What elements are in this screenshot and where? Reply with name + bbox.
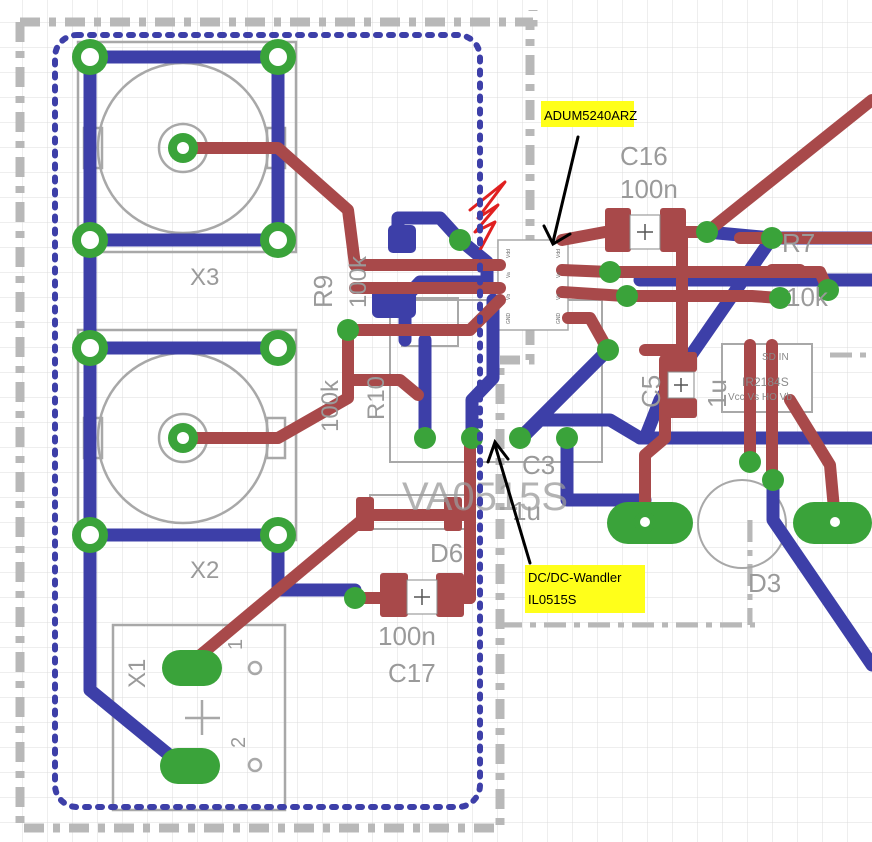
adum-pin-right-2: Va bbox=[556, 272, 562, 278]
label-r-left-a-value: 100k bbox=[345, 255, 372, 308]
label-c17-name: C17 bbox=[388, 658, 436, 688]
adum-pin-labels: Vdd Va Vb GND Vdd Va Vb GND bbox=[506, 249, 562, 324]
label-c17-value: 100n bbox=[378, 621, 436, 651]
label-r7-name: R7 bbox=[782, 228, 815, 258]
adum-pin-right-4: GND bbox=[556, 313, 562, 325]
callout-adum: ADUM5240ARZ bbox=[541, 101, 637, 247]
silkscreen-labels: X3 X2 X1 1 2 C16 100n 100n C17 D6 D3 R7 … bbox=[124, 141, 829, 748]
callout-adum-text: ADUM5240ARZ bbox=[544, 108, 637, 123]
label-x1-pin2: 2 bbox=[228, 737, 250, 748]
label-r7-value: 10k bbox=[786, 282, 829, 312]
label-ir2184-pins-bottom: Vcc Vs HO Vb bbox=[728, 392, 792, 403]
label-x1: X1 bbox=[124, 659, 151, 688]
adum-pin-left-3: Vb bbox=[506, 294, 512, 300]
label-ir2184-pins-top: SD IN bbox=[762, 352, 789, 363]
callout-dcdc-line2: IL0515S bbox=[528, 592, 577, 607]
bottom-copper-pads bbox=[372, 225, 416, 318]
label-x2: X2 bbox=[190, 557, 219, 584]
capacitor-c16-body bbox=[629, 214, 661, 250]
label-r-left-a-name: R9 bbox=[308, 275, 338, 308]
adum-pin-left-1: Vdd bbox=[506, 249, 512, 258]
adum-pin-right-3: Vb bbox=[556, 294, 562, 300]
dimension-lines bbox=[500, 352, 872, 628]
callout-adum-arrow bbox=[542, 135, 580, 247]
label-r-left-b-value: 100k bbox=[317, 379, 344, 432]
label-dcdc-name: VA0515S bbox=[402, 475, 568, 519]
label-x1-pin1: 1 bbox=[225, 639, 247, 650]
adum-pin-right-1: Vdd bbox=[556, 249, 562, 258]
via-drill-holes bbox=[81, 48, 840, 544]
board-outline bbox=[15, 10, 538, 833]
label-c16-value: 100n bbox=[620, 174, 678, 204]
label-c16-name: C16 bbox=[620, 141, 668, 171]
red-marker-scribble bbox=[468, 180, 507, 252]
adum-pin-left-4: GND bbox=[506, 313, 512, 325]
adum-ic-outline bbox=[497, 239, 569, 331]
dotted-keepout-frame bbox=[52, 32, 483, 810]
label-c3-name: C3 bbox=[522, 450, 555, 480]
connector-x1-silk bbox=[111, 623, 287, 812]
label-c5-value: 1u bbox=[702, 379, 732, 408]
adum-pin-left-2: Va bbox=[506, 272, 512, 278]
diode-d3-silk bbox=[697, 479, 787, 569]
callout-dcdc-line1: DC/DC-Wandler bbox=[528, 570, 622, 585]
capacitor-c5-body bbox=[667, 371, 695, 399]
capacitor-c17-body bbox=[406, 579, 438, 615]
callout-dcdc: DC/DC-Wandler IL0515S bbox=[486, 438, 645, 613]
label-d6: D6 bbox=[430, 538, 463, 568]
label-ir2184-name: IR2184S bbox=[742, 375, 789, 389]
label-c5-name: C5 bbox=[636, 375, 666, 408]
label-r-left-b-name: R10 bbox=[363, 376, 390, 420]
label-x3: X3 bbox=[190, 264, 219, 291]
callout-dcdc-arrow bbox=[486, 438, 532, 565]
label-d3: D3 bbox=[748, 568, 781, 598]
top-copper-smd-pads bbox=[356, 208, 697, 617]
